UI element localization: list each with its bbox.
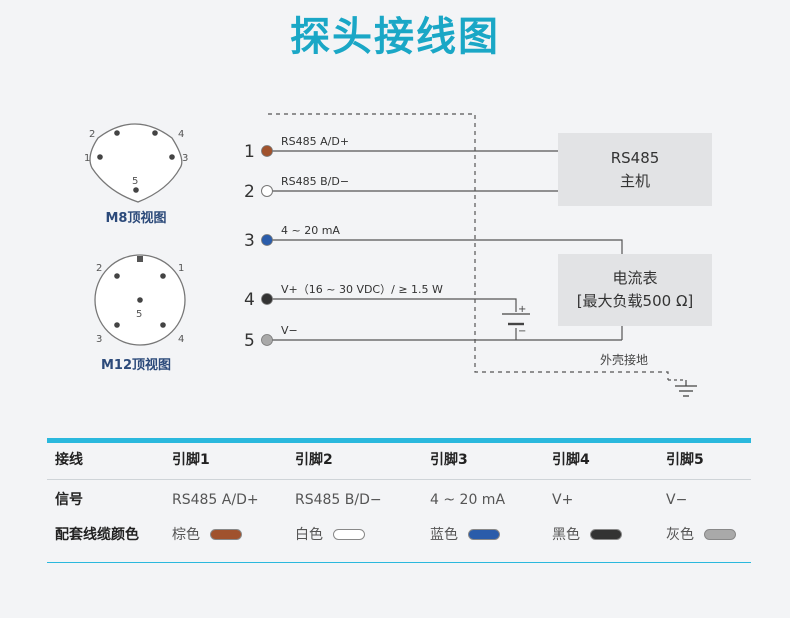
signal-cell-pin4: V+: [552, 492, 574, 508]
m8-connector: 1 2 3 4 5 M8顶视图: [84, 123, 188, 226]
color-row-label: 配套线缆颜色: [55, 527, 139, 543]
m12-pin-label-1: 1: [178, 263, 184, 274]
wire-3: [272, 239, 623, 254]
signal-cell-pin5: V−: [666, 492, 688, 508]
meter-box-line1: 电流表: [612, 269, 657, 287]
wire-4: [272, 298, 517, 312]
terminal-dot-1: [261, 145, 273, 157]
m12-connector: 1 2 3 4 5 M12顶视图: [94, 254, 186, 373]
color-name-pin3: 蓝色: [430, 527, 458, 543]
table-color-row: 配套线缆颜色 棕色 白色 蓝色 黑色 灰色: [47, 520, 751, 550]
m12-pin-4: [160, 322, 166, 328]
m8-pin-label-2: 2: [89, 129, 95, 140]
table-separator: [47, 479, 751, 480]
m8-pin-label-3: 3: [182, 153, 188, 164]
m12-pin-label-5: 5: [136, 309, 142, 320]
m12-pin-label-4: 4: [178, 334, 184, 345]
m8-pin-5: [133, 187, 139, 193]
color-name-pin5: 灰色: [666, 527, 694, 543]
m12-pin-5: [137, 297, 143, 303]
header-cell-pin4: 引脚4: [552, 452, 590, 468]
color-name-pin2: 白色: [295, 527, 323, 543]
color-swatch-pin2: [333, 528, 365, 540]
meter-box: [558, 254, 712, 326]
table-header-row: 接线 引脚1 引脚2 引脚3 引脚4 引脚5: [47, 445, 751, 475]
table-top-bar: [47, 438, 751, 443]
header-cell-wiring: 接线: [55, 452, 83, 468]
wire-label-1: RS485 A/D+: [281, 135, 349, 148]
battery-plus: +: [518, 304, 526, 315]
color-cell-pin1: 棕色: [172, 520, 242, 550]
signal-cell-pin2: RS485 B/D−: [295, 492, 382, 508]
terminal-num-4: 4: [244, 290, 255, 310]
m8-outline: [89, 123, 183, 203]
page-title: 探头接线图: [290, 14, 500, 60]
color-cell-pin4: 黑色: [552, 520, 622, 550]
m8-pin-label-1: 1: [84, 153, 90, 164]
terminal-num-5: 5: [244, 331, 255, 351]
color-name-pin1: 棕色: [172, 527, 200, 543]
terminal-dot-3: [261, 234, 273, 246]
m12-pin-1: [160, 273, 166, 279]
m8-label: M8顶视图: [106, 210, 167, 226]
terminal-dot-2: [261, 185, 273, 197]
color-swatch-pin4: [590, 528, 622, 540]
header-cell-pin3: 引脚3: [430, 452, 468, 468]
wiring-diagram: 1 2 3 4 5 M8顶视图 1 2 3 4 5 M12顶视图 + −: [84, 113, 712, 397]
terminal-num-2: 2: [244, 182, 255, 202]
color-swatch-pin1: [210, 528, 242, 540]
meter-box-line2: [最大负载500 Ω]: [577, 292, 694, 310]
host-box-line2: 主机: [620, 172, 650, 190]
enclosure-dashed-outline: [268, 113, 669, 380]
wire-label-5: V−: [281, 324, 298, 337]
m12-key: [137, 256, 143, 262]
color-name-pin4: 黑色: [552, 527, 580, 543]
m12-pin-label-2: 2: [96, 263, 102, 274]
ground-symbol: [668, 379, 697, 397]
color-swatch-pin3: [468, 528, 500, 540]
m12-pin-2: [114, 273, 120, 279]
table-signal-row: 信号 RS485 A/D+ RS485 B/D− 4 ~ 20 mA V+ V−: [47, 485, 751, 515]
battery-symbol: + −: [502, 304, 530, 337]
terminal-num-1: 1: [244, 142, 255, 162]
host-box: [558, 133, 712, 206]
battery-minus: −: [518, 326, 526, 337]
terminal-dot-4: [261, 293, 273, 305]
m12-pin-label-3: 3: [96, 334, 102, 345]
m8-pin-4: [152, 130, 158, 136]
color-cell-pin2: 白色: [295, 520, 365, 550]
host-box-line1: RS485: [611, 149, 660, 167]
wire-label-2: RS485 B/D−: [281, 175, 349, 188]
m12-label: M12顶视图: [101, 357, 171, 373]
wire-label-3: 4 ~ 20 mA: [281, 224, 340, 237]
header-cell-pin2: 引脚2: [295, 452, 333, 468]
wire-label-4: V+（16 ~ 30 VDC）/ ≥ 1.5 W: [281, 283, 443, 296]
m8-pin-1: [97, 154, 103, 160]
color-swatch-pin5: [704, 528, 736, 540]
terminal-num-3: 3: [244, 231, 255, 251]
m12-pin-3: [114, 322, 120, 328]
color-cell-pin5: 灰色: [666, 520, 736, 550]
terminal-dot-5: [261, 334, 273, 346]
m8-pin-3: [169, 154, 175, 160]
table-bottom-line: [47, 562, 751, 563]
signal-row-label: 信号: [55, 492, 83, 508]
header-cell-pin1: 引脚1: [172, 452, 210, 468]
m8-pin-label-4: 4: [178, 129, 184, 140]
signal-cell-pin1: RS485 A/D+: [172, 492, 259, 508]
signal-cell-pin3: 4 ~ 20 mA: [430, 492, 506, 508]
m8-pin-2: [114, 130, 120, 136]
pin-table: 接线 引脚1 引脚2 引脚3 引脚4 引脚5 信号 RS485 A/D+ RS4…: [47, 438, 751, 563]
ground-label: 外壳接地: [600, 352, 648, 367]
header-cell-pin5: 引脚5: [666, 452, 704, 468]
terminals: 1 2 3 4 5 RS485 A/D+ RS485 B/D− 4 ~ 20 m…: [244, 135, 443, 351]
color-cell-pin3: 蓝色: [430, 520, 500, 550]
m8-pin-label-5: 5: [132, 176, 138, 187]
